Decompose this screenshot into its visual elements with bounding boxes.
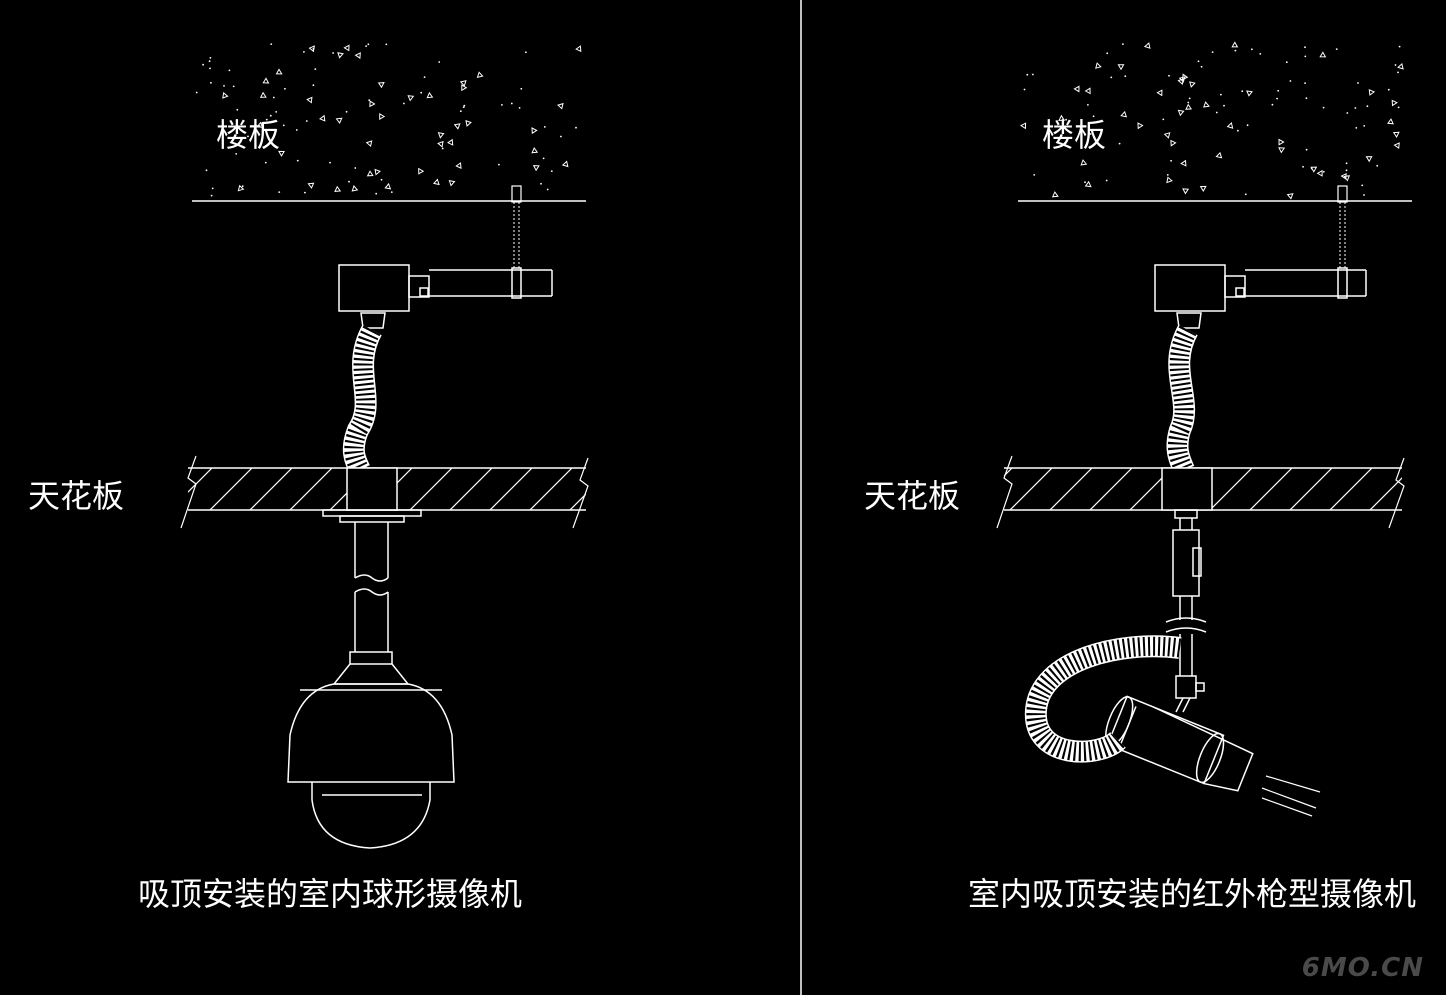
concrete-speckle [1020, 41, 1404, 200]
camera-cable [1024, 635, 1182, 763]
flexible-conduit [1166, 324, 1198, 475]
floor-slab: 楼板 [1018, 41, 1412, 202]
floor-slab: 楼板 [192, 43, 586, 202]
floor-label: 楼板 [216, 116, 280, 154]
dome-camera [287, 509, 455, 849]
ceiling-label: 天花板 [864, 477, 960, 515]
floor-label: 楼板 [1042, 116, 1106, 154]
ceiling-board: 天花板 [28, 455, 589, 529]
watermark: 6MO.CN [1301, 953, 1424, 983]
concrete-speckle [195, 43, 582, 197]
bullet-camera [1105, 509, 1321, 817]
left-caption: 吸顶安装的室内球形摄像机 [138, 875, 522, 913]
ceiling-label: 天花板 [28, 477, 124, 515]
right-caption: 室内吸顶安装的红外枪型摄像机 [968, 875, 1416, 913]
right-panel: 楼板 天花板 [864, 41, 1416, 913]
junction-box [1154, 264, 1367, 329]
anchor-rod [1337, 185, 1348, 270]
left-panel: 楼板 [28, 43, 589, 913]
flexible-conduit [342, 324, 382, 475]
junction-box [338, 264, 553, 329]
anchor-rod [511, 185, 522, 270]
ceiling-board: 天花板 [864, 455, 1405, 529]
